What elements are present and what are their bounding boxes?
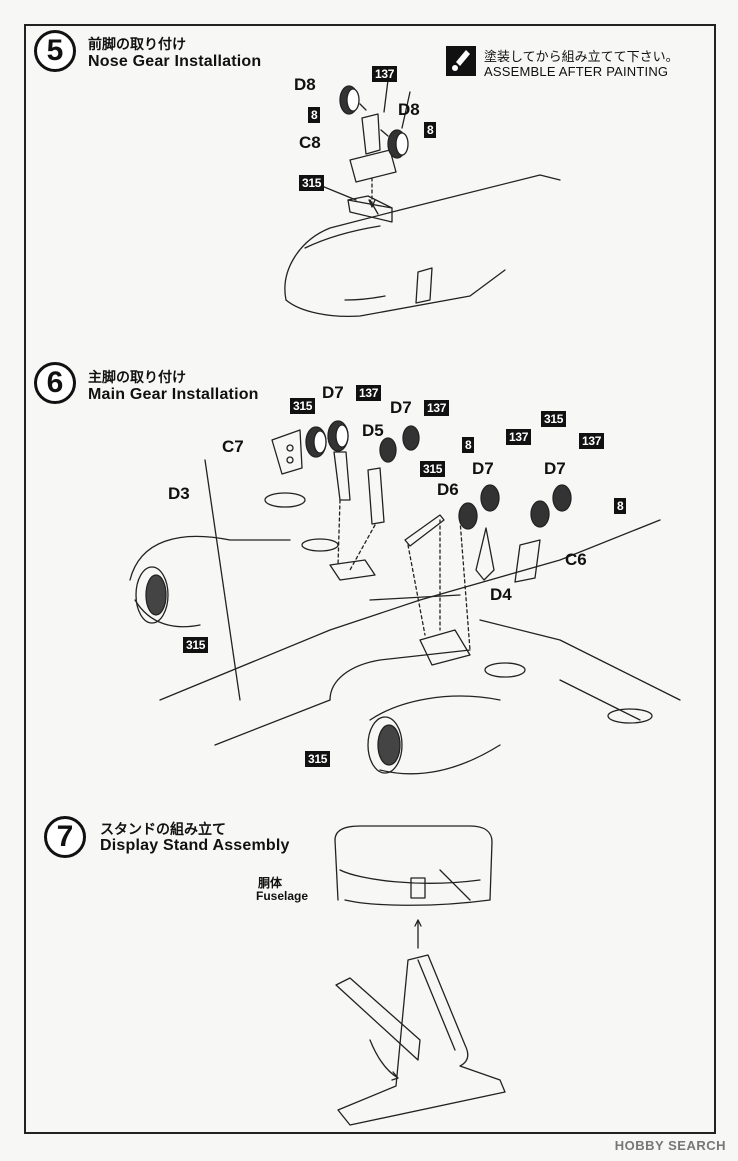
- badge-315-right: 315: [541, 411, 567, 427]
- label-c6: C6: [565, 550, 587, 569]
- step-5-number: 5: [34, 30, 76, 72]
- badge-8-nose-right: 8: [424, 122, 437, 138]
- label-d3: D3: [168, 484, 190, 503]
- display-stand-drawing: [334, 825, 506, 1126]
- label-d7-d: D7: [544, 459, 566, 478]
- step-6-title-en: Main Gear Installation: [88, 386, 259, 403]
- step-7-title-jp: スタンドの組み立て: [100, 822, 226, 838]
- step-6-number: 6: [34, 362, 76, 404]
- paint-brush-glyph: [452, 50, 470, 71]
- nose-gear-drawing: [284, 79, 561, 318]
- badge-137-nose: 137: [372, 66, 398, 82]
- step-7-number: 7: [44, 816, 86, 858]
- label-d4: D4: [490, 585, 512, 604]
- paint-note-jp: 塗装してから組み立てて下さい。: [484, 50, 679, 65]
- step-7-title-en: Display Stand Assembly: [100, 837, 290, 854]
- label-c7: C7: [222, 437, 244, 456]
- watermark: HOBBY SEARCH: [614, 1138, 726, 1153]
- label-d6: D6: [437, 480, 459, 499]
- label-c8: C8: [299, 133, 321, 152]
- badge-8-nose-left: 8: [308, 107, 321, 123]
- step-5-title-jp: 前脚の取り付け: [88, 37, 186, 53]
- label-d8-left: D8: [294, 75, 316, 94]
- badge-315-nose: 315: [299, 175, 325, 191]
- label-d5: D5: [362, 421, 384, 440]
- badge-137-d: 137: [506, 429, 532, 445]
- fuselage-label-en: Fuselage: [256, 889, 309, 903]
- step-5-title-en: Nose Gear Installation: [88, 53, 262, 70]
- page-frame: [24, 24, 716, 1134]
- label-d7-b: D7: [390, 398, 412, 417]
- badge-315-engine-right: 315: [305, 751, 331, 767]
- label-d8-right: D8: [398, 100, 420, 119]
- badge-315-d6: 315: [420, 461, 446, 477]
- badge-315-engine-left: 315: [183, 637, 209, 653]
- badge-8-b: 8: [614, 498, 627, 514]
- label-d7-c: D7: [472, 459, 494, 478]
- badge-315-c7: 315: [290, 398, 316, 414]
- fuselage-label-jp: 胴体: [258, 876, 283, 890]
- badge-8-a: 8: [462, 437, 475, 453]
- badge-137-a: 137: [356, 385, 382, 401]
- badge-137-c: 137: [579, 433, 605, 449]
- label-d7-a: D7: [322, 383, 344, 402]
- badge-137-b: 137: [424, 400, 450, 416]
- paint-brush-icon: [446, 46, 476, 76]
- main-gear-drawing: [129, 420, 681, 775]
- paint-note-en: ASSEMBLE AFTER PAINTING: [484, 64, 669, 79]
- step-6-title-jp: 主脚の取り付け: [88, 370, 186, 386]
